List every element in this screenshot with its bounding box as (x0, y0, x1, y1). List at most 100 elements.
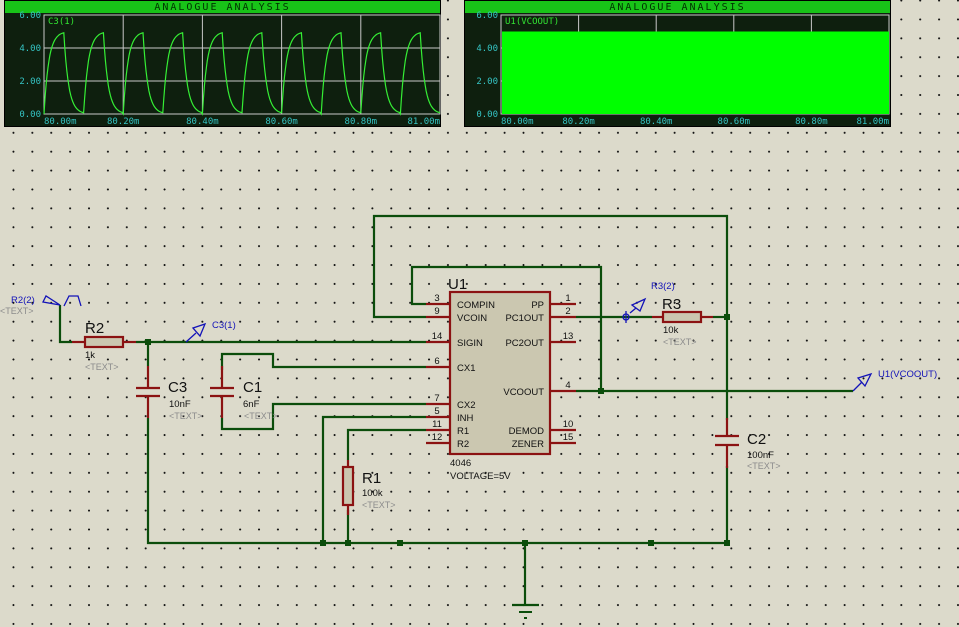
junction-dot (397, 540, 403, 546)
wire-ground-bus[interactable] (146, 418, 727, 545)
y-tick-label: 4.00 (476, 44, 498, 54)
pin-number: 11 (432, 419, 442, 430)
resistor-body[interactable] (83, 335, 125, 349)
r2-value: 1k (85, 350, 95, 361)
probe-r2-generator[interactable]: R2(2) <TEXT> (0, 295, 82, 316)
pin-number: 9 (434, 306, 439, 317)
x-tick-label: 80.00m (501, 117, 534, 127)
wire-vcoin-loop[interactable] (372, 214, 729, 319)
resistor-body[interactable] (661, 310, 703, 324)
probe-label: U1(VCOOUT) (878, 369, 937, 380)
r2-ref: R2 (85, 320, 104, 337)
c2-ref: C2 (747, 431, 766, 448)
wire-r2-input[interactable] (58, 305, 72, 344)
r3-value: 10k (663, 325, 679, 336)
capacitor-c2[interactable]: C2 100nF <TEXT> (715, 418, 781, 471)
wire-cx1[interactable] (220, 352, 426, 370)
x-tick-label: 81.00m (856, 117, 889, 127)
resistor-r1[interactable]: R1 100k <TEXT> (341, 460, 396, 515)
r1-text: <TEXT> (362, 500, 396, 510)
pin-number: 2 (565, 306, 570, 317)
c1-ref: C1 (243, 379, 262, 396)
u1-part: 4046 (450, 458, 471, 469)
x-tick-label: 80.60m (265, 117, 298, 127)
r1-ref: R1 (362, 470, 381, 487)
pin-name: R2 (457, 439, 469, 450)
y-tick-label: 6.00 (476, 11, 498, 21)
wire-cx2[interactable] (220, 402, 426, 431)
pulse-generator-icon (63, 295, 82, 307)
x-tick-label: 80.40m (640, 117, 673, 127)
ic-body[interactable] (448, 290, 552, 456)
wire-inh[interactable] (321, 415, 426, 543)
ground-symbol[interactable] (512, 603, 539, 619)
y-tick-label: 2.00 (476, 77, 498, 87)
y-tick-label: 0.00 (476, 110, 498, 120)
x-tick-label: 80.80m (795, 117, 828, 127)
x-tick-label: 81.00m (407, 117, 440, 127)
u1-voltage: VOLTAGE=5V (450, 471, 511, 482)
pin-number: 6 (434, 356, 439, 367)
junctions (145, 314, 730, 546)
u1-ref: U1 (448, 276, 467, 293)
ic-u1-4046[interactable]: U1 3COMPIN9VCOIN14SIGIN6CX17CX25INH11R11… (426, 276, 576, 482)
pin-name: R1 (457, 426, 469, 437)
c3-text: <TEXT> (169, 411, 203, 421)
r3-text: <TEXT> (663, 337, 697, 347)
wire-compin-loop[interactable] (410, 265, 603, 391)
trace-vcoout (502, 31, 889, 114)
wires (58, 214, 853, 604)
x-tick-label: 80.80m (345, 117, 378, 127)
probe-arrow-icon (185, 322, 207, 343)
y-tick-label: 0.00 (19, 110, 41, 120)
capacitor-c1[interactable]: C1 6nF <TEXT> (210, 366, 278, 421)
pin-number: 12 (432, 432, 443, 443)
r3-ref: R3 (662, 296, 681, 313)
probe-c3[interactable]: C3(1) (185, 320, 236, 343)
trace-label: C3(1) (48, 17, 75, 27)
c3-ref: C3 (168, 379, 187, 396)
pin-number: 3 (434, 293, 439, 304)
junction-dot (145, 339, 151, 345)
pin-name: PC1OUT (505, 313, 544, 324)
pin-name: VCOIN (457, 313, 487, 324)
r1-value: 100k (362, 488, 383, 499)
c2-value: 100nF (747, 450, 774, 461)
pin-number: 7 (434, 393, 439, 404)
pin-name: COMPIN (457, 300, 495, 311)
pin-name: CX2 (457, 400, 475, 411)
pin-number: 5 (434, 406, 439, 417)
pin-name: PP (531, 300, 544, 311)
pin-number: 4 (565, 380, 570, 391)
pin-name: ZENER (512, 439, 544, 450)
probe-text: <TEXT> (0, 306, 34, 316)
pin-number: 1 (565, 293, 570, 304)
probe-arrow-icon (629, 297, 647, 314)
probe-arrow-icon (42, 295, 61, 306)
x-tick-label: 80.20m (107, 117, 140, 127)
probe-u1-vcoout[interactable]: U1(VCOOUT) (852, 369, 937, 392)
y-tick-label: 4.00 (19, 44, 41, 54)
resistor-r3[interactable]: R3 10k <TEXT> (652, 296, 713, 347)
pin-number: 10 (563, 419, 574, 430)
resistor-r2[interactable]: R2 1k <TEXT> (72, 320, 136, 372)
c3-value: 10nF (169, 399, 191, 410)
junction-dot (724, 314, 730, 320)
pin-number: 15 (563, 432, 574, 443)
pin-name: CX1 (457, 363, 475, 374)
wire-r1-top[interactable] (346, 428, 426, 460)
probe-arrow-icon (852, 372, 873, 392)
pin-name: PC2OUT (505, 338, 544, 349)
probe-r3[interactable]: R3(2) (622, 281, 675, 323)
pin-number: 13 (563, 331, 574, 342)
probe-label: C3(1) (212, 320, 236, 331)
junction-dot (522, 540, 528, 546)
pin-name: SIGIN (457, 338, 483, 349)
capacitor-c3[interactable]: C3 10nF <TEXT> (136, 366, 203, 421)
resistor-body[interactable] (341, 465, 355, 507)
